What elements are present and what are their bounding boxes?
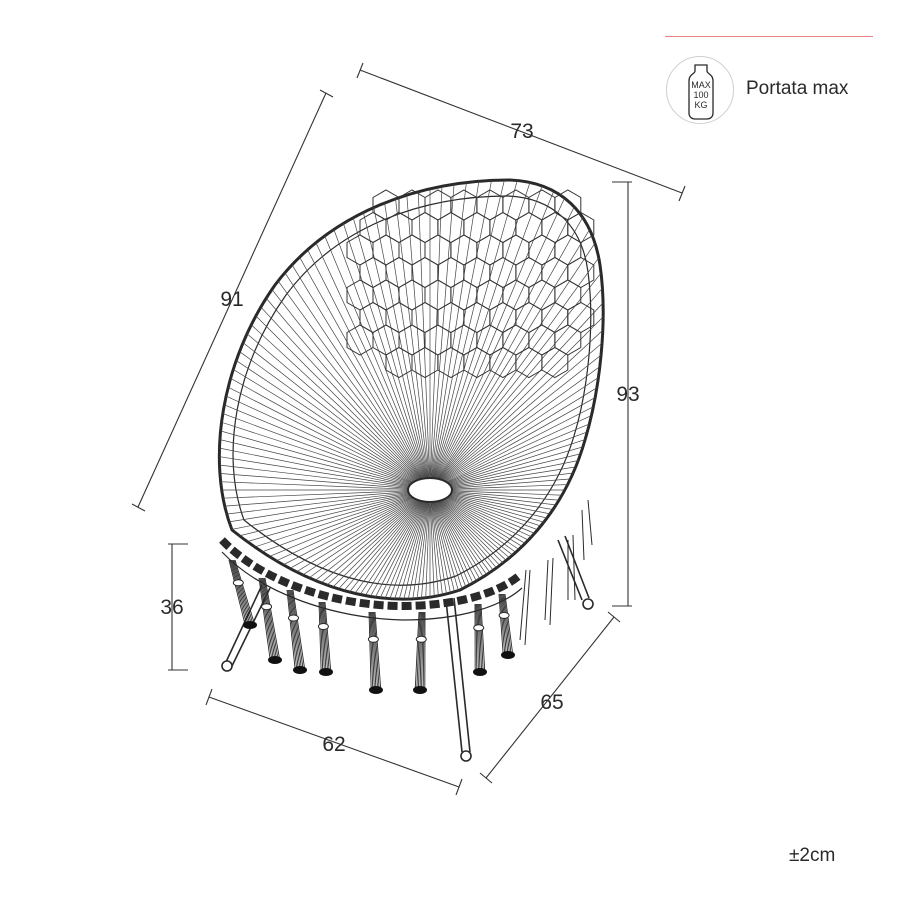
dimension-73-label: 73 — [510, 120, 533, 143]
chair-seat-shell — [219, 180, 603, 599]
legend-rule — [665, 36, 873, 37]
chair-center-hole — [408, 478, 452, 502]
dimension-91-label: 91 — [220, 288, 243, 311]
dimension-62-label: 62 — [322, 733, 345, 756]
svg-text:MAX: MAX — [691, 80, 711, 90]
dimension-65-label: 65 — [540, 691, 563, 714]
weight-icon: MAX 100 KG — [666, 56, 734, 124]
tolerance-note: ±2cm — [789, 845, 835, 867]
dimension-93: 93 — [612, 182, 640, 606]
egg-chair-drawing — [10, 70, 850, 900]
dimension-36-label: 36 — [160, 596, 183, 619]
svg-text:100: 100 — [693, 90, 708, 100]
dimension-62: 62 — [206, 689, 462, 795]
dimension-36: 36 — [160, 544, 188, 670]
legend-label: Portata max — [746, 78, 848, 100]
dimension-93-label: 93 — [616, 383, 639, 406]
dimension-65: 65 — [480, 612, 620, 783]
svg-text:KG: KG — [694, 100, 707, 110]
